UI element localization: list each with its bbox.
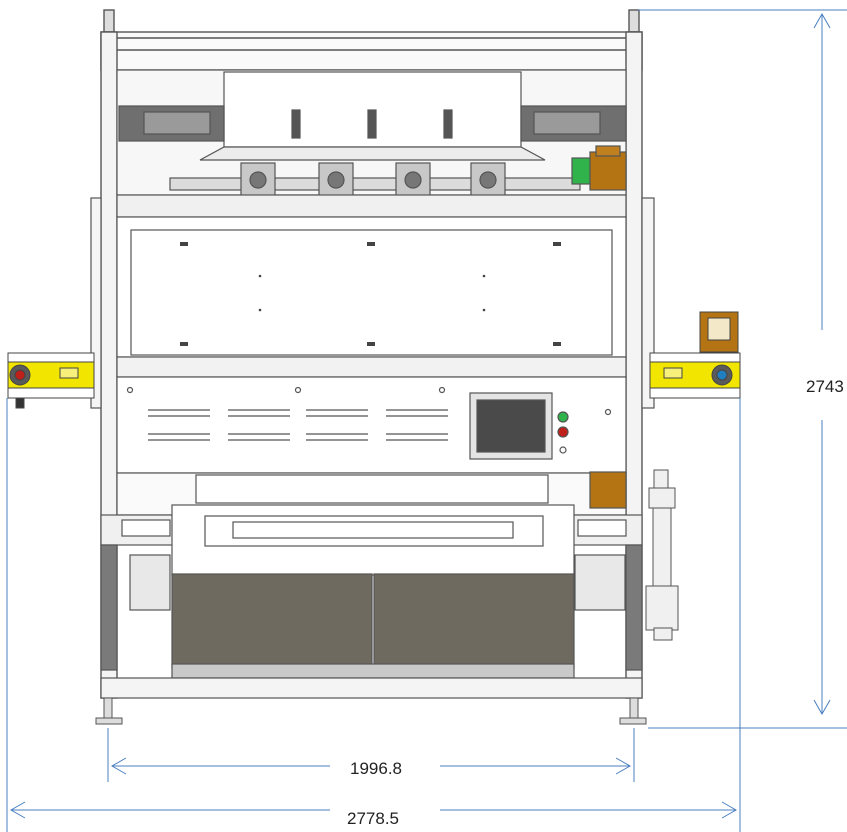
outer-width-dimension-label: 2778.5 (347, 809, 399, 828)
height-dimension-label: 2743 (806, 377, 844, 396)
left-ejector-module (7, 352, 95, 409)
inner-width-dimension-label: 1996.8 (350, 759, 402, 778)
reject-hopper-right (373, 573, 575, 669)
leveling-feet (95, 697, 647, 725)
stop-indicator (557, 426, 569, 438)
dimension-lines (6, 9, 847, 832)
motor-icon (571, 145, 627, 191)
air-valve-assembly (645, 469, 679, 641)
control-panel (116, 376, 627, 474)
optical-chamber (116, 216, 627, 378)
lower-section (100, 471, 643, 699)
touch-screen-icon (469, 392, 553, 460)
reject-hopper-left (171, 573, 373, 669)
right-ejector-module (649, 311, 741, 399)
vibration-feeder-icon (240, 162, 506, 198)
start-indicator (557, 411, 569, 423)
top-feeder-section (116, 69, 627, 218)
